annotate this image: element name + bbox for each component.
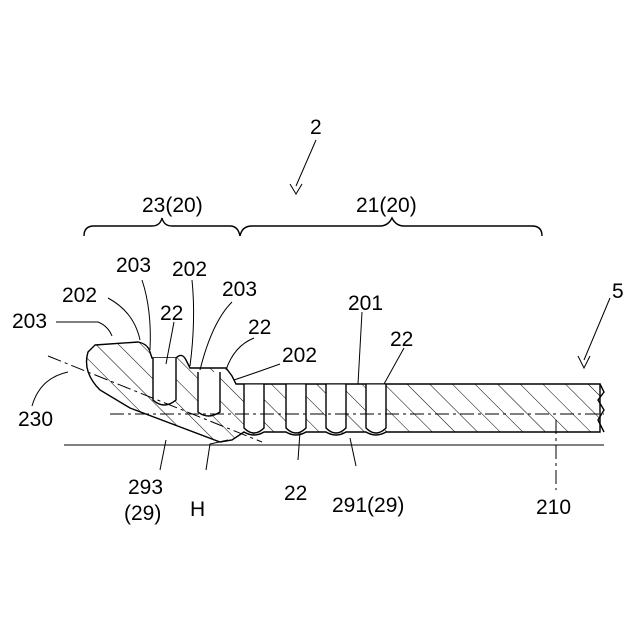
label-202-c: 202 — [282, 344, 317, 367]
label-210: 210 — [536, 496, 571, 519]
label-2: 2 — [310, 116, 322, 139]
braces — [84, 218, 542, 236]
label-22-c: 22 — [390, 328, 413, 351]
label-29: (29) — [124, 502, 161, 525]
label-201: 201 — [348, 292, 383, 315]
pocket-2 — [198, 372, 220, 416]
label-22-d: 22 — [284, 482, 307, 505]
label-203-a: 203 — [116, 254, 151, 277]
label-22-a: 22 — [160, 302, 183, 325]
labels: 2 5 23(20) 21(20) 203 202 203 202 203 22… — [12, 116, 624, 525]
label-21-20: 21(20) — [356, 194, 417, 217]
label-293: 293 — [128, 476, 163, 499]
label-22-b: 22 — [248, 316, 271, 339]
label-203-b: 203 — [12, 310, 47, 333]
pocket-6 — [366, 384, 386, 433]
label-H: H — [190, 498, 205, 521]
label-291-29: 291(29) — [332, 494, 404, 517]
label-23-20: 23(20) — [142, 194, 203, 217]
label-202-a: 202 — [62, 284, 97, 307]
label-203-c: 203 — [222, 278, 257, 301]
pocket-3 — [244, 384, 264, 433]
pocket-1 — [153, 358, 176, 405]
label-202-b: 202 — [172, 258, 207, 281]
label-5: 5 — [612, 280, 624, 303]
label-230: 230 — [18, 408, 53, 431]
pocket-5 — [326, 384, 346, 433]
pocket-4 — [286, 384, 306, 433]
